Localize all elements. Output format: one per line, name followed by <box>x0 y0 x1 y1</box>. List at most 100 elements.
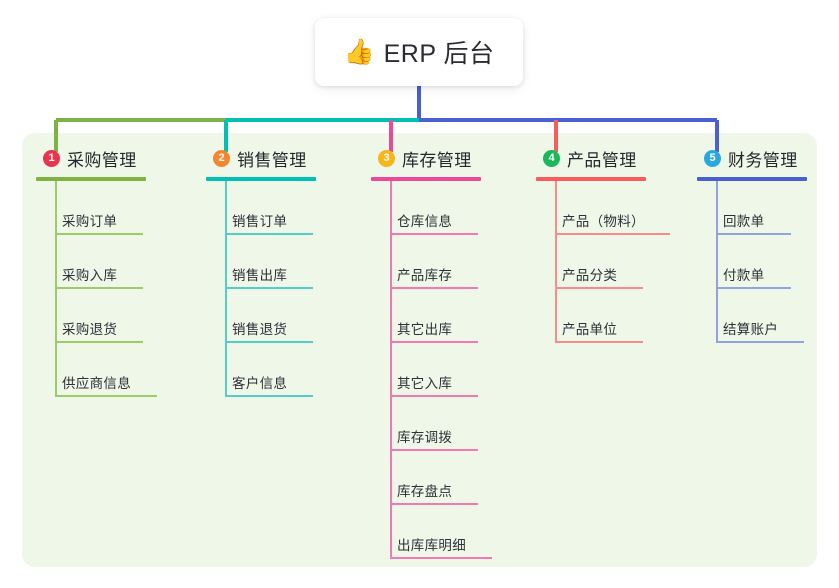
leaf-underline <box>390 557 492 559</box>
leaf-label: 产品单位 <box>562 322 618 337</box>
leaf-item[interactable]: 库存调拨 <box>371 397 523 451</box>
leaf-underline <box>555 233 670 235</box>
branch-spine <box>225 181 227 397</box>
leaf-underline <box>390 341 478 343</box>
branch-header-5[interactable]: 5 财务管理 <box>697 145 837 171</box>
leaf-underline <box>55 233 143 235</box>
branch-leaf-list: 回款单付款单结算账户 <box>697 181 837 343</box>
leaf-underline <box>225 233 313 235</box>
branch-title: 销售管理 <box>237 150 307 170</box>
leaf-label: 销售订单 <box>232 214 288 229</box>
leaf-label: 客户信息 <box>232 376 288 391</box>
leaf-underline <box>55 395 157 397</box>
branch-spine <box>390 181 392 559</box>
branch-column-2: 2 销售管理销售订单销售出库销售退货客户信息 <box>206 145 358 397</box>
leaf-label: 产品（物料） <box>562 214 645 229</box>
leaf-item[interactable]: 产品分类 <box>536 235 688 289</box>
leaf-underline <box>390 449 478 451</box>
leaf-item[interactable]: 其它出库 <box>371 289 523 343</box>
leaf-item[interactable]: 回款单 <box>697 181 837 235</box>
leaf-label: 产品分类 <box>562 268 618 283</box>
branch-spine <box>555 181 557 343</box>
branch-spine <box>55 181 57 397</box>
branch-number-badge: 4 <box>543 149 560 167</box>
leaf-label: 回款单 <box>723 214 765 229</box>
leaf-item[interactable]: 结算账户 <box>697 289 837 343</box>
branch-underline <box>36 177 146 181</box>
leaf-label: 销售退货 <box>232 322 288 337</box>
leaf-label: 付款单 <box>723 268 765 283</box>
branch-number-badge: 5 <box>704 149 721 167</box>
leaf-underline <box>225 395 313 397</box>
branch-number-badge: 3 <box>378 149 395 167</box>
leaf-item[interactable]: 采购订单 <box>36 181 188 235</box>
leaf-item[interactable]: 客户信息 <box>206 343 358 397</box>
leaf-item[interactable]: 库存盘点 <box>371 451 523 505</box>
leaf-item[interactable]: 仓库信息 <box>371 181 523 235</box>
leaf-item[interactable]: 其它入库 <box>371 343 523 397</box>
leaf-underline <box>390 395 478 397</box>
branch-header-1[interactable]: 1 采购管理 <box>36 145 188 171</box>
leaf-underline <box>390 503 478 505</box>
leaf-label: 库存调拨 <box>397 430 453 445</box>
leaf-label: 结算账户 <box>723 322 779 337</box>
branch-number-badge: 2 <box>213 149 230 167</box>
branch-underline <box>371 177 481 181</box>
branch-title: 财务管理 <box>728 150 798 170</box>
leaf-item[interactable]: 供应商信息 <box>36 343 188 397</box>
leaf-underline <box>225 287 313 289</box>
branch-header-2[interactable]: 2 销售管理 <box>206 145 358 171</box>
leaf-underline <box>55 341 143 343</box>
leaf-label: 采购入库 <box>62 268 118 283</box>
leaf-label: 销售出库 <box>232 268 288 283</box>
root-node-card[interactable]: 👍 ERP 后台 <box>315 18 523 86</box>
leaf-item[interactable]: 销售订单 <box>206 181 358 235</box>
leaf-item[interactable]: 产品单位 <box>536 289 688 343</box>
leaf-item[interactable]: 产品（物料） <box>536 181 688 235</box>
leaf-underline <box>716 233 791 235</box>
leaf-item[interactable]: 产品库存 <box>371 235 523 289</box>
branch-underline <box>536 177 646 181</box>
leaf-underline <box>390 287 478 289</box>
branch-title: 产品管理 <box>567 150 637 170</box>
leaf-label: 仓库信息 <box>397 214 453 229</box>
leaf-label: 其它入库 <box>397 376 453 391</box>
branch-title: 采购管理 <box>67 150 137 170</box>
leaf-item[interactable]: 采购入库 <box>36 235 188 289</box>
leaf-label: 供应商信息 <box>62 376 131 391</box>
leaf-underline <box>716 287 791 289</box>
branch-leaf-list: 产品（物料） 产品分类产品单位 <box>536 181 688 343</box>
leaf-underline <box>555 287 643 289</box>
leaf-item[interactable]: 销售出库 <box>206 235 358 289</box>
leaf-label: 采购订单 <box>62 214 118 229</box>
branch-column-5: 5 财务管理回款单付款单结算账户 <box>697 145 837 343</box>
branch-column-1: 1 采购管理采购订单采购入库采购退货供应商信息 <box>36 145 188 397</box>
leaf-underline <box>55 287 143 289</box>
root-node-title: ERP 后台 <box>383 40 495 68</box>
leaf-label: 出库库明细 <box>397 538 466 553</box>
leaf-item[interactable]: 采购退货 <box>36 289 188 343</box>
branch-leaf-list: 仓库信息产品库存其它出库其它入库库存调拨库存盘点出库库明细 <box>371 181 523 559</box>
leaf-underline <box>225 341 313 343</box>
branch-header-4[interactable]: 4 产品管理 <box>536 145 688 171</box>
leaf-item[interactable]: 付款单 <box>697 235 837 289</box>
thumbs-up-icon: 👍 <box>343 37 375 66</box>
leaf-label: 采购退货 <box>62 322 118 337</box>
branch-leaf-list: 销售订单销售出库销售退货客户信息 <box>206 181 358 397</box>
leaf-underline <box>555 341 643 343</box>
leaf-underline <box>390 233 478 235</box>
branch-number-badge: 1 <box>43 149 60 167</box>
leaf-item[interactable]: 出库库明细 <box>371 505 523 559</box>
leaf-label: 库存盘点 <box>397 484 453 499</box>
branch-spine <box>716 181 718 343</box>
leaf-underline <box>716 341 804 343</box>
leaf-item[interactable]: 销售退货 <box>206 289 358 343</box>
branch-underline <box>206 177 316 181</box>
branch-underline <box>697 177 807 181</box>
branch-leaf-list: 采购订单采购入库采购退货供应商信息 <box>36 181 188 397</box>
leaf-label: 其它出库 <box>397 322 453 337</box>
leaf-label: 产品库存 <box>397 268 453 283</box>
